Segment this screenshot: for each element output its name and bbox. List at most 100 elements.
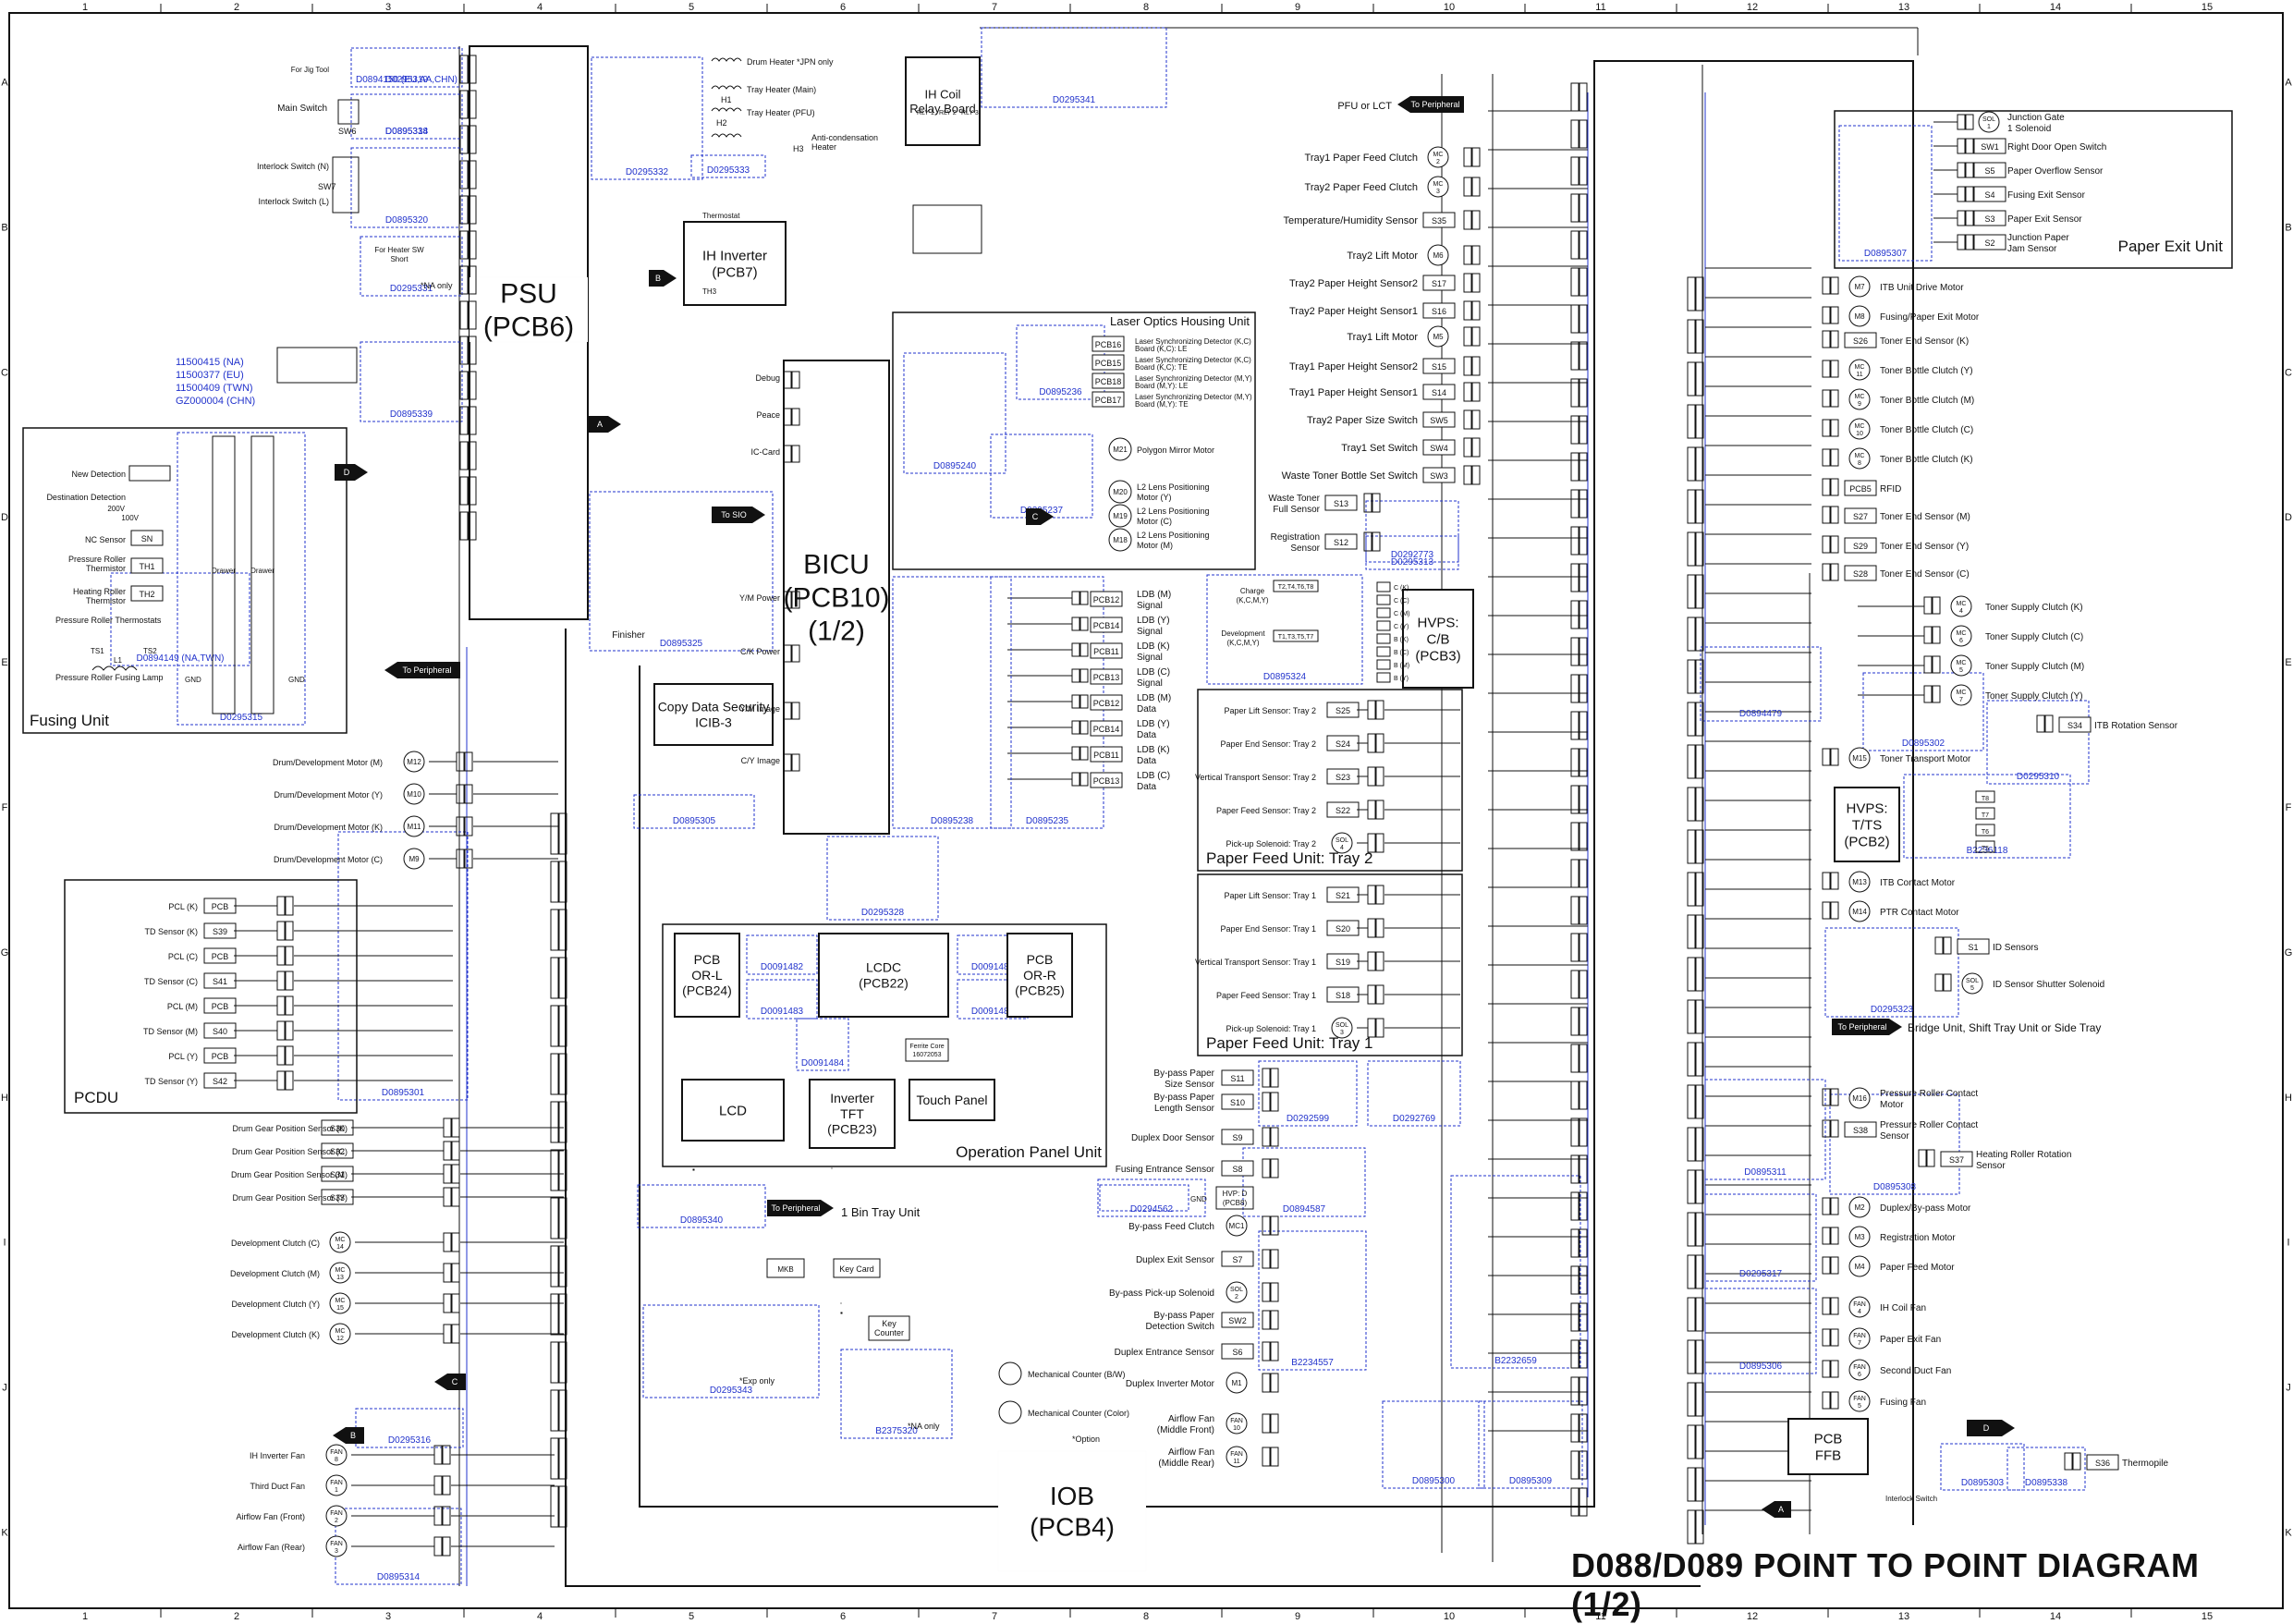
connector (1688, 490, 1695, 523)
label-text: Heating Roller Rotation (1976, 1150, 2071, 1160)
connector (1823, 360, 1830, 377)
component-id: S9 (1232, 1133, 1242, 1142)
connector (1376, 767, 1384, 786)
label-text: New Detection (71, 470, 126, 479)
label-text: Tray1 Paper Height Sensor2 (1289, 361, 1418, 372)
label-text: T5 (1982, 846, 1989, 852)
connector (452, 1233, 459, 1252)
connector (551, 1150, 558, 1191)
connector (1966, 163, 1973, 177)
connector (1579, 268, 1587, 296)
connector (277, 1071, 285, 1090)
unit-title: PCDU (74, 1089, 118, 1106)
bicu-port-label: C/K Power (740, 647, 780, 656)
component-id: MC (1855, 423, 1865, 430)
label-text: For Heater SW (374, 246, 424, 254)
component-id: S22 (1336, 806, 1350, 815)
component-id: FAN (330, 1449, 343, 1456)
connector (1571, 416, 1579, 444)
connector (460, 477, 468, 505)
connector (1831, 479, 1838, 495)
label-text: Fusing Exit Sensor (2007, 190, 2086, 201)
connector (1935, 974, 1943, 991)
harness-code: D0091483 (761, 1007, 804, 1017)
peripheral-arrow (335, 464, 368, 481)
connector (452, 1264, 459, 1282)
coil-symbol (913, 205, 982, 253)
label-text: Sensor (1880, 1131, 1909, 1142)
grid-row-label: F (2, 802, 8, 813)
connector (452, 1294, 459, 1313)
hvps-cb-board-label: (PCB3) (1415, 648, 1460, 664)
connector (1831, 749, 1838, 765)
iob-label-box-label: IOB (1050, 1482, 1094, 1510)
label-text: Paper Overflow Sensor (2007, 166, 2104, 177)
label-text: IH Coil Fan (1880, 1303, 1926, 1313)
harness-code: D0295317 (1739, 1269, 1783, 1279)
component-label: TD Sensor (Y) (144, 1077, 198, 1086)
unit-title: Fusing Unit (30, 712, 109, 729)
label-text: Toner Bottle Clutch (K) (1880, 455, 1973, 465)
peripheral-arrow-label: To Peripheral (1837, 1022, 1886, 1032)
component-label: Paper Feed Sensor: Tray 1 (1216, 991, 1316, 1000)
component-id: SN (141, 534, 153, 543)
grid-col-label: 6 (840, 2, 846, 13)
connector (444, 1294, 451, 1313)
grid-row-label: K (1, 1528, 8, 1539)
connector (1262, 1447, 1270, 1466)
connector (1464, 211, 1471, 229)
component-label: Paper Feed Sensor: Tray 2 (1216, 806, 1316, 815)
component-id: S11 (1230, 1074, 1244, 1083)
label-text: Second Duct Fan (1880, 1366, 1951, 1376)
connector (1271, 1068, 1278, 1087)
component-id: M20 (1113, 488, 1128, 496)
label-text: (K,C,M,Y) (1226, 639, 1259, 647)
connector (1271, 1414, 1278, 1433)
connector (444, 1264, 451, 1282)
connector (1579, 897, 1587, 924)
connector (465, 752, 472, 771)
connector (1688, 1468, 1695, 1501)
connector (1571, 231, 1579, 259)
label-text: Interlock Switch (N) (257, 162, 329, 171)
connector (1579, 749, 1587, 776)
connector (1831, 1227, 1838, 1244)
connector (443, 1537, 450, 1556)
connector (460, 55, 468, 83)
connector (1072, 721, 1079, 734)
label-text: Drawer (212, 567, 236, 575)
connector (1579, 1081, 1587, 1109)
component-label: Airflow Fan (Front) (236, 1512, 305, 1521)
connector (1831, 1298, 1838, 1314)
harness-code: D0091484 (801, 1058, 845, 1068)
harness-code: D0295343 (710, 1386, 753, 1396)
terminal-box (1377, 647, 1390, 656)
label-text: By-pass Paper (1153, 1068, 1214, 1079)
connector (1944, 937, 1951, 954)
grid-row-label: G (2285, 947, 2293, 959)
component-label: Pick-up Solenoid: Tray 2 (1226, 839, 1316, 849)
connector (1571, 601, 1579, 629)
component-id: MC (1957, 630, 1967, 637)
harness-code: D0895240 (933, 461, 977, 471)
bicu-port-label: Peace (756, 410, 780, 420)
component-id: TH1 (139, 562, 154, 571)
label-text: L2 Lens Positioning (1137, 531, 1210, 540)
component-id: S42 (213, 1077, 227, 1086)
component-id: FAN (330, 1541, 343, 1547)
component-id: PCB16 (1095, 340, 1122, 349)
box (693, 1169, 694, 1170)
connector (551, 1006, 558, 1046)
connector (1080, 695, 1088, 708)
connector (551, 1390, 558, 1431)
component-id: SOL (1982, 116, 1995, 123)
component-id: S15 (1432, 362, 1446, 372)
connector (551, 910, 558, 950)
component-id: S21 (1336, 891, 1350, 900)
connector (460, 196, 468, 224)
label-text: ITB Contact Motor (1880, 878, 1956, 888)
label-text: Toner Bottle Clutch (M) (1880, 396, 1974, 406)
harness-code: D0295341 (1053, 95, 1096, 105)
connector (1271, 1342, 1278, 1361)
connector (1368, 800, 1375, 819)
